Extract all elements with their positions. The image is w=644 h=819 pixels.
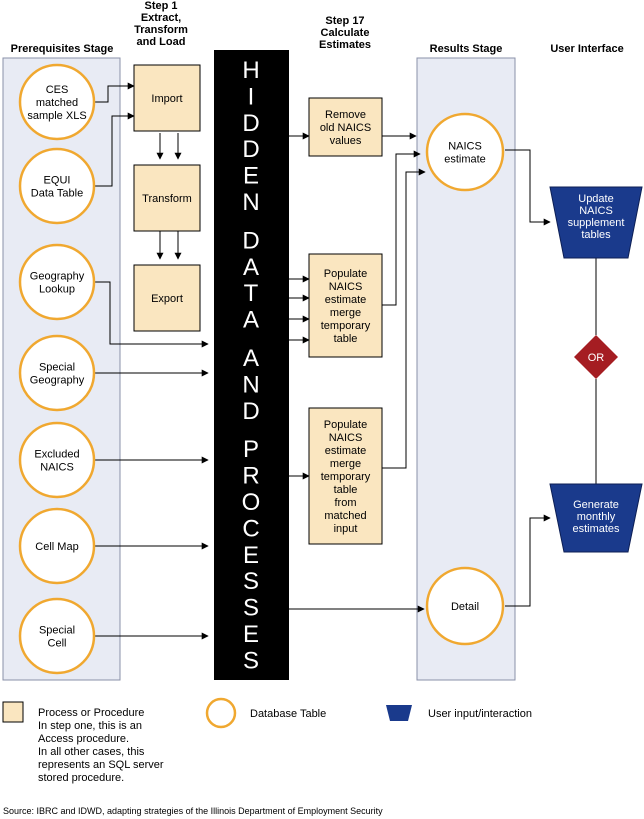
source-note: Source: IBRC and IDWD, adapting strategi…: [3, 806, 383, 816]
hidden-letter-4: E: [243, 163, 259, 190]
hidden-letter-16: C: [242, 515, 259, 542]
result-table-0: [425, 112, 505, 192]
etl-box-1: [133, 164, 201, 232]
prerequisite-table-4: [18, 421, 96, 499]
calc-box-1: [308, 253, 383, 358]
header-user-interface: User Interface: [550, 43, 623, 55]
update-naics-shape[interactable]: [549, 186, 643, 259]
etl-box-2: [133, 264, 201, 332]
result-label-1: Detail: [451, 601, 479, 613]
or-label: OR: [588, 352, 605, 364]
hidden-letter-20: E: [243, 621, 259, 648]
generate-estimates-shape[interactable]: [549, 483, 643, 553]
prerequisite-table-0: [18, 63, 96, 141]
connector-populate-naics: [382, 150, 421, 306]
prerequisite-table-6: [18, 597, 96, 675]
hidden-letter-13: P: [243, 436, 259, 463]
header-prerequisites: Prerequisites Stage: [11, 43, 114, 55]
prerequisite-table-2: [18, 243, 96, 321]
legend-user-swatch: [386, 705, 412, 721]
etl-label-1: Transform: [142, 193, 192, 205]
connector-naics-update: [505, 149, 551, 226]
hidden-letter-10: A: [243, 345, 259, 372]
hidden-letter-18: S: [243, 568, 259, 595]
legend-database-text: Database Table: [250, 708, 326, 720]
hidden-letter-15: O: [242, 489, 261, 516]
etl-box-0: [133, 64, 201, 132]
connector-ces-import: [95, 82, 135, 103]
hidden-letter-19: S: [243, 595, 259, 622]
hidden-letter-3: D: [242, 136, 259, 163]
connector-detail-generate: [505, 514, 551, 607]
legend-process-swatch: [2, 701, 24, 723]
result-table-1: [425, 566, 505, 646]
etl-label-2: Export: [151, 293, 183, 305]
hidden-letter-1: I: [248, 83, 255, 110]
prerequisite-table-5: [18, 507, 96, 585]
hidden-letter-6: D: [242, 227, 259, 254]
hidden-letter-12: D: [242, 398, 259, 425]
hidden-letter-7: A: [243, 254, 259, 281]
hidden-letter-2: D: [242, 110, 259, 137]
legend-user-text: User input/interaction: [428, 708, 532, 720]
prerequisite-label-5: Cell Map: [35, 541, 78, 553]
hidden-processes-bar: [214, 50, 289, 680]
header-results: Results Stage: [430, 43, 503, 55]
or-diamond: [574, 335, 618, 379]
hidden-letter-17: E: [243, 542, 259, 569]
connectors: [95, 82, 597, 640]
hidden-letter-8: T: [244, 280, 259, 307]
prerequisite-table-1: [18, 147, 96, 225]
etl-label-0: Import: [151, 93, 182, 105]
connector-geography-hidden: [95, 281, 209, 348]
calc-box-0: [308, 97, 383, 157]
connector-populate-matched-naics: [382, 168, 426, 469]
hidden-letter-0: H: [242, 57, 259, 84]
hidden-letter-11: N: [242, 371, 259, 398]
hidden-letter-21: S: [243, 647, 259, 674]
prerequisite-table-3: [18, 334, 96, 412]
hidden-letter-14: R: [242, 463, 259, 490]
connector-equi-import: [95, 112, 135, 187]
hidden-letter-5: N: [242, 189, 259, 216]
calc-box-2: [308, 407, 383, 545]
legend-database-swatch: [205, 697, 237, 729]
hidden-letter-9: A: [243, 307, 259, 334]
